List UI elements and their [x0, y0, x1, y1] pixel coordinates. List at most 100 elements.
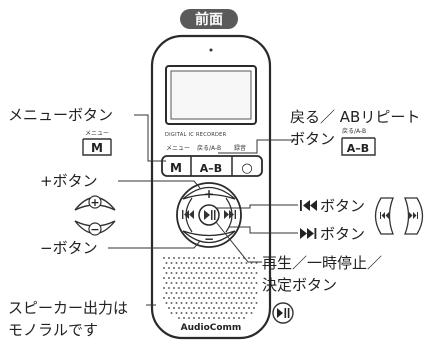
- grille-hole: [193, 287, 195, 289]
- grille-hole: [228, 297, 230, 299]
- label-menu: メニュー: [166, 145, 190, 152]
- grille-hole: [210, 312, 213, 314]
- grille-hole: [168, 287, 170, 289]
- grille-hole: [248, 277, 250, 279]
- grille-hole: [235, 312, 238, 314]
- grille-hole: [245, 272, 248, 274]
- grille-hole: [243, 277, 245, 279]
- grille-hole: [198, 257, 200, 259]
- grille-hole: [245, 292, 248, 294]
- callout-back-ab: 戻る／ ABリピート: [290, 108, 420, 126]
- rec-button[interactable]: ○: [241, 161, 252, 176]
- grille-hole: [213, 307, 215, 309]
- minus-key-glyph: −: [204, 232, 214, 246]
- grille-hole: [233, 307, 235, 309]
- callout-back-ab-2: ボタン: [290, 130, 335, 148]
- prev-key-icon[interactable]: [182, 210, 194, 219]
- grille-hole: [213, 297, 215, 299]
- next-icon: [300, 228, 317, 239]
- grille-hole: [230, 302, 233, 304]
- grille-hole: [215, 272, 218, 274]
- grille-hole: [248, 287, 250, 289]
- menu-button[interactable]: M: [170, 161, 182, 175]
- grille-hole: [223, 297, 225, 299]
- grille-hole: [168, 297, 170, 299]
- grille-hole: [238, 297, 240, 299]
- grille-hole: [223, 267, 225, 269]
- grille-hole: [215, 302, 218, 304]
- grille-hole: [198, 287, 200, 289]
- grille-hole: [188, 267, 190, 269]
- grille-hole: [183, 307, 185, 309]
- grille-hole: [238, 287, 240, 289]
- callout-play-pause: 再生／一時停止／: [262, 254, 382, 272]
- grille-hole: [180, 302, 183, 304]
- grille-hole: [225, 282, 228, 284]
- grille-hole: [175, 302, 178, 304]
- grille-hole: [173, 297, 175, 299]
- recorder-device: DIGITAL IC RECORDER メニュー 戻る/A-B 録音 M A–B…: [150, 34, 272, 340]
- grille-hole: [223, 257, 225, 259]
- grille-hole: [170, 312, 173, 314]
- grille-hole: [255, 272, 258, 274]
- grille-hole: [240, 272, 243, 274]
- grille-hole: [238, 317, 240, 319]
- grille-hole: [165, 272, 168, 274]
- next-key-shape-icon: [404, 197, 424, 235]
- grille-hole: [250, 272, 253, 274]
- grille-hole: [238, 307, 240, 309]
- next-key-icon[interactable]: [224, 210, 236, 219]
- callout-prev-button: ボタン: [320, 197, 365, 215]
- grille-hole: [208, 307, 210, 309]
- grille-hole: [220, 282, 223, 284]
- grille-hole: [198, 297, 200, 299]
- top-button-row: [161, 155, 263, 177]
- grille-hole: [198, 317, 200, 319]
- prev-key-shape-icon: [374, 197, 394, 235]
- grille-hole: [223, 307, 225, 309]
- grille-hole: [255, 292, 258, 294]
- grille-hole: [180, 262, 183, 264]
- grille-hole: [210, 292, 213, 294]
- grille-hole: [223, 317, 225, 319]
- prev-icon: [300, 200, 317, 211]
- grille-hole: [170, 292, 173, 294]
- plus-key[interactable]: [182, 186, 236, 200]
- grille-hole: [180, 272, 183, 274]
- grille-hole: [178, 287, 180, 289]
- grille-hole: [190, 312, 193, 314]
- grille-hole: [220, 312, 223, 314]
- grille-hole: [230, 292, 233, 294]
- minus-key[interactable]: [182, 230, 236, 244]
- grille-hole: [188, 307, 190, 309]
- grille-hole: [173, 277, 175, 279]
- grille-hole: [190, 292, 193, 294]
- ab-button[interactable]: A–B: [200, 162, 222, 175]
- grille-hole: [173, 307, 175, 309]
- grille-hole: [213, 317, 215, 319]
- grille-hole: [228, 277, 230, 279]
- grille-hole: [175, 312, 178, 314]
- grille-hole: [228, 287, 230, 289]
- screen-display: [170, 70, 252, 120]
- grille-hole: [198, 267, 200, 269]
- grille-hole: [168, 267, 170, 269]
- grille-hole: [163, 277, 165, 279]
- grille-hole: [175, 282, 178, 284]
- grille-hole: [223, 287, 225, 289]
- back-ab-icon-caption: 戻る/A-B: [342, 127, 366, 135]
- grille-hole: [180, 292, 183, 294]
- minus-arc-icon: −: [74, 220, 116, 236]
- menu-key-icon: [82, 138, 112, 156]
- grille-hole: [225, 262, 228, 264]
- grille-hole: [195, 302, 198, 304]
- grille-hole: [170, 272, 173, 274]
- grille-hole: [175, 262, 178, 264]
- grille-hole: [228, 267, 230, 269]
- grille-hole: [220, 272, 223, 274]
- grille-hole: [185, 282, 188, 284]
- grille-hole: [168, 307, 170, 309]
- play-pause-callout-icon: [272, 302, 294, 324]
- grille-hole: [255, 302, 258, 304]
- grille-hole: [200, 302, 203, 304]
